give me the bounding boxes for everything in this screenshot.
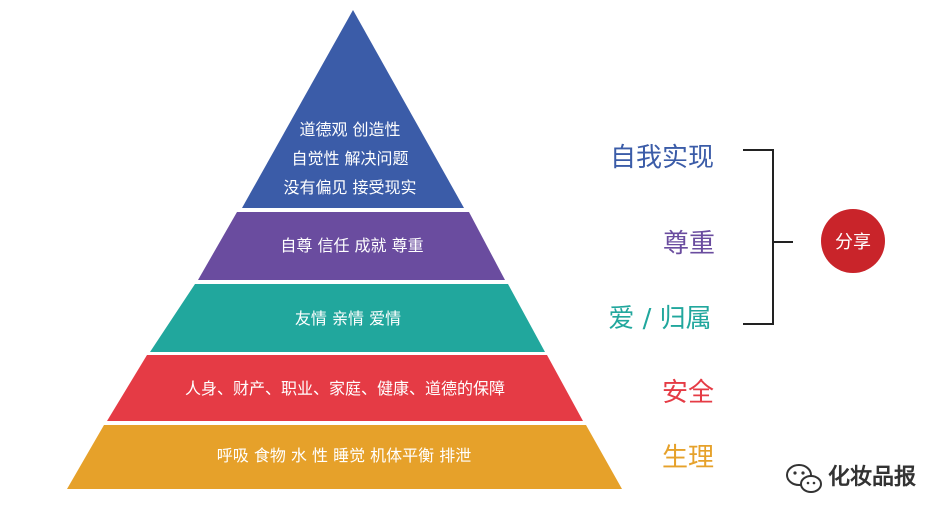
tier-3-text: 友情 亲情 爱情 <box>295 309 401 328</box>
tier-5-text: 呼吸 食物 水 性 睡觉 机体平衡 排泄 <box>217 446 472 465</box>
share-label: 分享 <box>835 232 871 253</box>
share-badge <box>821 209 885 273</box>
level-label-esteem: 尊重 <box>663 229 715 259</box>
tier-1-line-1: 道德观 创造性 <box>299 120 400 139</box>
level-label-love-belonging: 爱 / 归属 <box>608 304 711 334</box>
level-label-physiological: 生理 <box>662 443 714 473</box>
level-label-safety: 安全 <box>662 378 714 408</box>
wechat-icon <box>786 464 822 493</box>
tier-esteem <box>198 212 505 280</box>
tier-love-belonging <box>150 284 545 352</box>
tier-1-line-2: 自觉性 解决问题 <box>291 149 408 168</box>
level-label-self-actualization: 自我实现 <box>610 143 714 173</box>
tier-2-text: 自尊 信任 成就 尊重 <box>280 236 423 255</box>
brand-name: 化妆品报 <box>828 464 916 490</box>
tier-physiological <box>67 425 622 489</box>
tier-1-line-3: 没有偏见 接受现实 <box>283 178 416 197</box>
tier-safety <box>107 355 583 421</box>
tier-self-actualization <box>242 10 464 208</box>
grouping-bracket <box>743 149 793 325</box>
tier-4-text: 人身、财产、职业、家庭、健康、道德的保障 <box>185 379 505 398</box>
